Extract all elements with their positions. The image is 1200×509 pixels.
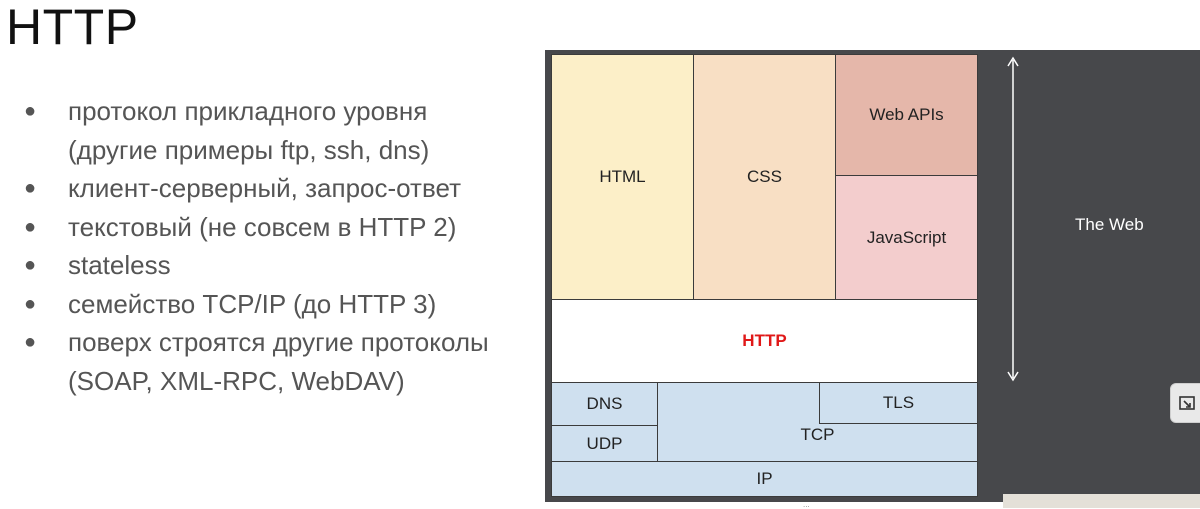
bullet-item: ●поверх строятся другие протоколы (SOAP,… bbox=[20, 323, 520, 400]
bullet-item: ●протокол прикладного уровня (другие при… bbox=[20, 92, 520, 169]
thumbnail-edge bbox=[1003, 494, 1200, 508]
bullet-dot-icon: ● bbox=[24, 292, 37, 315]
bullet-item: ●клиент-серверный, запрос-ответ bbox=[20, 169, 520, 208]
css-block: CSS bbox=[693, 54, 836, 300]
bullet-dot-icon: ● bbox=[24, 100, 37, 122]
udp-block: UDP bbox=[551, 425, 658, 462]
http-block: HTTP bbox=[551, 299, 978, 383]
bullet-dot-icon: ● bbox=[24, 254, 37, 276]
bullet-dot-icon: ● bbox=[24, 215, 37, 238]
ip-block: IP bbox=[551, 461, 978, 497]
slide-title: HTTP bbox=[6, 0, 139, 55]
bullet-item: ●семейство TCP/IP (до HTTP 3) bbox=[20, 285, 520, 324]
bullet-dot-icon: ● bbox=[24, 177, 37, 199]
dns-block: DNS bbox=[551, 382, 658, 426]
bullet-item: ●текстовый (не совсем в HTTP 2) bbox=[20, 208, 520, 247]
tls-block: TLS bbox=[819, 382, 978, 424]
the-web-label: The Web bbox=[1075, 215, 1144, 234]
pip-glyph-icon bbox=[1179, 396, 1195, 410]
web-apis-block: Web APIs bbox=[835, 54, 978, 176]
more-dots: ... bbox=[803, 500, 810, 509]
bullet-item: ●stateless bbox=[20, 246, 520, 285]
bullet-dot-icon: ● bbox=[24, 331, 37, 353]
web-stack-diagram: HTML CSS Web APIs JavaScript HTTP DNS UD… bbox=[545, 50, 1200, 502]
html-block: HTML bbox=[551, 54, 694, 300]
javascript-block: JavaScript bbox=[835, 175, 978, 300]
picture-in-picture-icon[interactable] bbox=[1170, 383, 1200, 423]
bullet-list: ●протокол прикладного уровня (другие при… bbox=[20, 92, 520, 400]
double-arrow-icon bbox=[1007, 56, 1019, 382]
